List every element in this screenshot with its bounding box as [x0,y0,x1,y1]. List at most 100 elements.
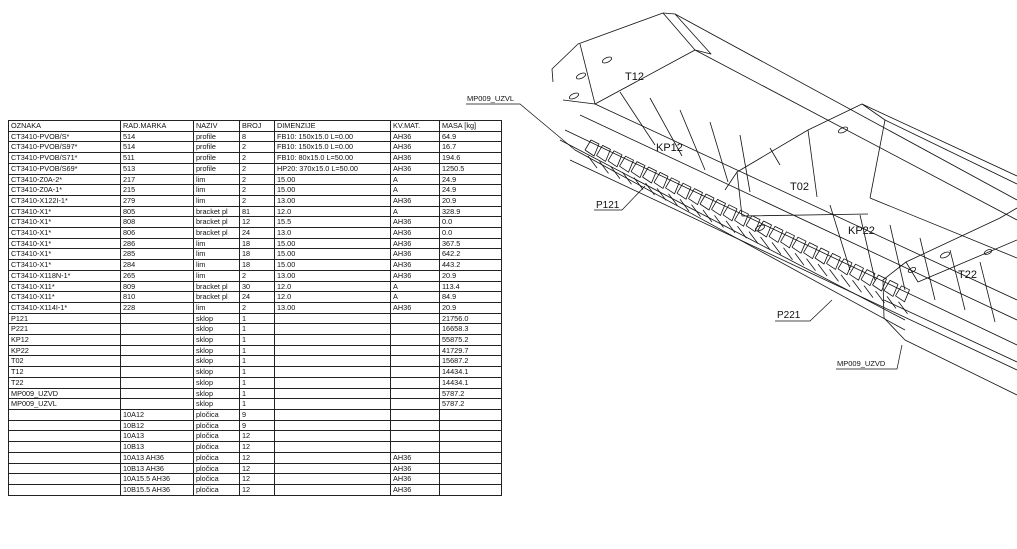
table-cell [274,376,391,389]
frame-stiffener [863,285,874,298]
frame-web [883,279,899,297]
frame-web [768,225,784,243]
table-cell: CT3410-X1* [8,259,121,271]
column-header: OZNAKA [8,120,121,132]
table-cell: 2 [239,269,275,282]
frame-stiffener [622,171,632,185]
table-cell: sklop [193,344,240,357]
frame-web [688,188,703,206]
block-t02-outline [724,103,1017,259]
frame-web [699,193,715,211]
table-cell: 1 [239,334,275,346]
table-cell: 2 [239,152,275,164]
table-cell [8,441,121,453]
table-cell: 15.00 [274,248,391,261]
table-cell [274,387,391,400]
frame-stiffener [760,236,770,250]
frame-webs [584,139,910,315]
table-cell: CT3410-X122I-1* [8,194,121,207]
table-cell [8,473,121,485]
table-header-row: OZNAKA RAD.MARKA NAZIV BROJ DIMENZIJE KV… [8,120,502,132]
table-cell: 15.00 [274,259,391,271]
table-cell [390,387,440,400]
frame-stiffener [645,182,655,196]
table-cell: 10B12 [120,419,194,432]
table-cell [274,312,391,325]
table-cell: 18 [239,248,275,261]
table-cell [274,408,391,421]
table-cell: 806 [120,227,194,239]
table-cell: 1 [239,366,275,378]
table-cell: MP009_UZVD [8,387,121,400]
table-cell: 2 [239,162,275,175]
table-cell: 228 [120,301,194,314]
table-cell: lim [193,248,240,261]
frame-web [722,204,738,222]
frame-web [745,215,761,233]
table-cell: KP12 [8,334,121,346]
table-cell: AH36 [390,301,440,314]
floor-lines [559,103,1017,371]
table-cell [120,344,194,357]
table-cell: 9 [239,419,275,432]
table-cell: KP22 [8,344,121,357]
frame-stiffener [691,204,701,217]
table-cell: 8 [239,130,275,143]
frame-web [596,144,611,162]
table-cell: lim [193,301,240,314]
table-cell: profile [193,141,240,154]
table-cell: 1 [239,387,275,400]
table-cell: 10B15.5 AH36 [120,483,194,496]
frame-stiffener [633,177,644,190]
table-cell: 30 [239,280,275,293]
table-cell [120,398,194,410]
table-cell: profile [193,152,240,164]
table-cell: 12 [239,216,275,229]
table-cell: 1 [239,323,275,336]
table-cell: 12 [239,483,275,496]
table-cell: CT3410-Z0A-1* [8,184,121,196]
table-cell [390,323,440,336]
table-cell: pločica [193,441,240,453]
table-cell [274,473,391,485]
table-cell: lim [193,237,240,250]
label-kp12: KP12 [656,142,683,154]
table-cell [390,430,440,443]
column-header: RAD.MARKA [120,120,194,132]
table-cell: HP20: 370x15.0 L=50.00 [274,162,391,175]
column-header: BROJ [239,120,275,132]
frame-stiffener [668,193,678,207]
table-cell: 2 [239,301,275,314]
label-t22: T22 [958,269,977,281]
table-cell [8,483,121,496]
label-mp009-uzvl: MP009_UZVL [467,94,514,103]
table-cell: 12 [239,451,275,464]
table-cell: 18 [239,259,275,271]
frame-stiffener [725,220,736,234]
frame-web [791,236,807,254]
table-cell: profile [193,130,240,143]
table-cell: 13.00 [274,269,391,282]
frame-stiffener [829,269,839,282]
label-kp22: KP22 [848,225,875,237]
frame-web [653,171,669,189]
table-cell: CT3410-X11* [8,291,121,303]
table-cell: pločica [193,473,240,485]
table-cell: 13.0 [274,227,391,239]
table-cell: 265 [120,269,194,282]
table-cell: AH36 [390,451,440,464]
